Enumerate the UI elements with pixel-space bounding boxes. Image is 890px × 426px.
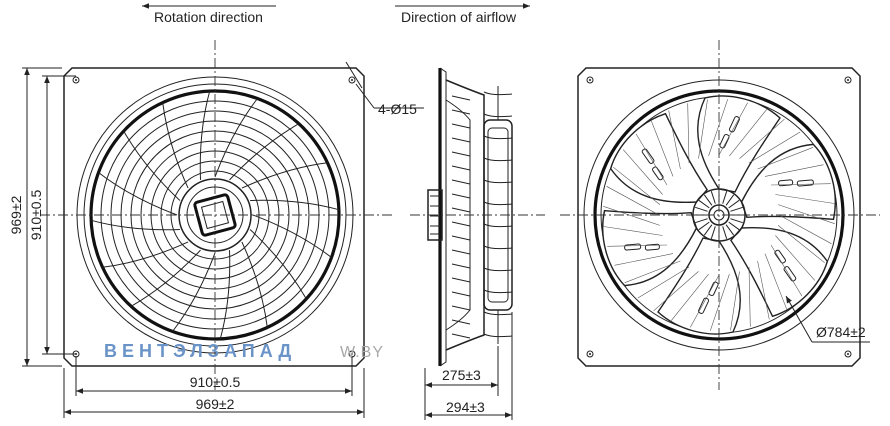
side-view: [410, 67, 545, 367]
inner-left-dimension: 910±0.5: [28, 190, 44, 241]
outer-left-dimension: 969±2: [8, 195, 24, 234]
left-dimension-lines: [22, 67, 76, 367]
rear-view: [560, 40, 880, 390]
side-outer-dimension: 294±3: [446, 399, 485, 415]
rear-mounting-holes: [586, 76, 852, 358]
holes-label: 4-Ø15: [378, 101, 417, 117]
mounting-holes: [72, 76, 356, 358]
holes-leader: [355, 83, 424, 109]
inner-bottom-dimension: 910±0.5: [190, 374, 241, 390]
front-view: [40, 40, 395, 390]
diameter-label: Ø784±2: [816, 324, 866, 340]
side-dimension-lines: [424, 312, 513, 420]
diameter-leader: [785, 295, 870, 343]
bottom-dimension-lines: [63, 356, 365, 418]
rotation-direction-label: Rotation direction: [154, 9, 263, 25]
watermark-domain: W.BY: [340, 344, 384, 361]
outer-bottom-dimension: 969±2: [196, 396, 235, 412]
watermark-brand: ВЕНТЭЛЗАПАД: [104, 341, 296, 361]
side-inner-dimension: 275±3: [442, 367, 481, 383]
airflow-direction-label: Direction of airflow: [401, 9, 517, 25]
